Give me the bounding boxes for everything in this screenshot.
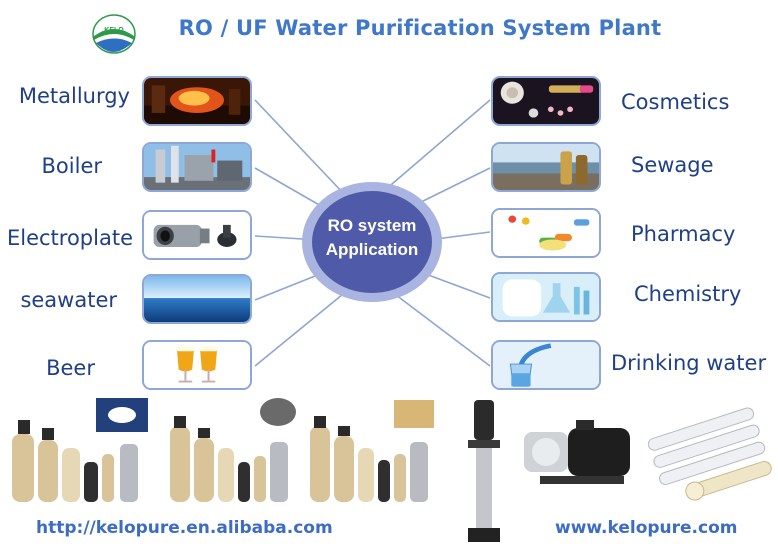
footer-url-alibaba[interactable]: http://kelopure.en.alibaba.com xyxy=(36,518,333,538)
hub-line-1: RO system xyxy=(327,216,417,235)
label-cosmetics: Cosmetics xyxy=(621,90,730,114)
label-seawater: seawater xyxy=(20,288,117,312)
hub-label: RO system Application xyxy=(310,214,434,262)
label-sewage: Sewage xyxy=(631,153,714,177)
label-pharmacy: Pharmacy xyxy=(631,222,736,246)
connector-metallurgy xyxy=(254,99,346,196)
label-metallurgy: Metallurgy xyxy=(18,84,130,108)
connector-beer xyxy=(254,289,349,367)
page-title: RO / UF Water Purification System Plant xyxy=(178,16,662,40)
label-drinking-water: Drinking water xyxy=(611,351,767,375)
horizontal-centrifugal-pump xyxy=(524,420,630,484)
connector-sewage xyxy=(414,167,491,206)
image-beer xyxy=(142,340,252,390)
image-drinking-water xyxy=(491,340,601,390)
ro-membrane-housings xyxy=(647,407,772,501)
image-cosmetics xyxy=(491,76,601,126)
connector-boiler xyxy=(254,167,329,211)
image-metallurgy xyxy=(142,76,252,126)
logo-text: KELO xyxy=(104,27,124,34)
kelo-logo: KELO xyxy=(92,14,136,54)
image-electroplate xyxy=(142,210,252,260)
image-sewage xyxy=(491,142,601,192)
image-boiler xyxy=(142,142,252,192)
softener-filter-set-1 xyxy=(12,398,148,502)
softener-filter-set-3 xyxy=(310,400,434,502)
image-pharmacy xyxy=(491,208,601,258)
connector-cosmetics xyxy=(384,99,491,191)
hub-line-2: Application xyxy=(325,240,419,259)
label-electroplate: Electroplate xyxy=(6,226,133,250)
hub-circle xyxy=(302,182,442,302)
label-chemistry: Chemistry xyxy=(634,282,742,306)
connector-drinking xyxy=(391,291,491,367)
image-chemistry xyxy=(491,272,601,322)
label-beer: Beer xyxy=(46,356,95,380)
footer-url-website[interactable]: www.kelopure.com xyxy=(555,518,738,538)
vertical-multistage-pump xyxy=(468,400,500,542)
softener-filter-set-2 xyxy=(170,398,296,502)
image-seawater xyxy=(142,274,252,324)
label-boiler: Boiler xyxy=(41,154,102,178)
